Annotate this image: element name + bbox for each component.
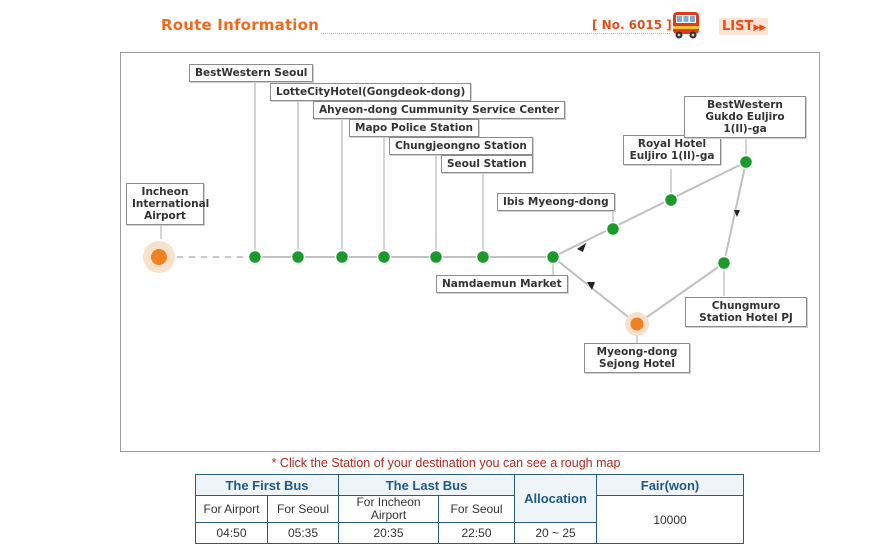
- station-dot[interactable]: [247, 249, 263, 265]
- list-button-label: LIST: [722, 19, 754, 34]
- return-loop-line: [552, 256, 638, 325]
- station-label-mapo[interactable]: Mapo Police Station: [349, 119, 480, 137]
- last-bus-header: The Last Bus: [338, 474, 515, 496]
- station-label-seoul-station[interactable]: Seoul Station: [441, 155, 533, 173]
- schedule-table: The First Bus The Last Bus Allocation Fa…: [195, 474, 744, 544]
- title-divider: [321, 33, 670, 34]
- station-label-bestwestern-seoul[interactable]: BestWestern Seoul: [189, 64, 314, 82]
- station-dot[interactable]: [663, 192, 679, 208]
- station-label-ahyeon[interactable]: Ahyeon-dong Cummunity Service Center: [313, 101, 566, 119]
- east-loop-line: [723, 161, 747, 264]
- station-dot[interactable]: [716, 255, 732, 271]
- play-arrows-icon: ▶▶: [753, 23, 766, 33]
- last-bus-airport-time: 20:35: [338, 522, 439, 544]
- sejong-terminal-dot[interactable]: [630, 317, 644, 331]
- last-bus-seoul-time: 22:50: [438, 522, 515, 544]
- click-station-note: * Click the Station of your destination …: [271, 456, 621, 470]
- south-loop-line: [636, 262, 725, 325]
- fair-value: 10000: [596, 495, 744, 544]
- airport-terminal-dot[interactable]: [151, 249, 167, 265]
- allocation-header: Allocation: [514, 474, 597, 523]
- fair-header: Fair(won): [596, 474, 744, 496]
- first-bus-airport-time: 04:50: [195, 522, 268, 544]
- list-button[interactable]: LIST▶▶: [719, 18, 769, 35]
- first-bus-header: The First Bus: [195, 474, 339, 496]
- station-dot[interactable]: [428, 249, 444, 265]
- page-title: Route Information: [161, 16, 320, 34]
- station-label-chungjeongno[interactable]: Chungjeongno Station: [389, 137, 533, 155]
- route-number: [ No. 6015 ]: [592, 18, 672, 32]
- station-dot[interactable]: [334, 249, 350, 265]
- station-label-sejong[interactable]: Myeong-dong Sejong Hotel: [584, 343, 690, 373]
- station-label-namdaemun[interactable]: Namdaemun Market: [436, 275, 568, 293]
- station-label-ibis[interactable]: Ibis Myeong-dong: [497, 193, 615, 211]
- allocation-value: 20 ~ 25: [514, 522, 597, 544]
- direction-arrow-icon: [587, 282, 595, 290]
- north-loop-line: [552, 161, 747, 258]
- label-connectors: [160, 82, 747, 343]
- for-seoul-header-2: For Seoul: [438, 495, 515, 523]
- station-dot[interactable]: [738, 154, 754, 170]
- direction-arrow-icon: [577, 243, 586, 252]
- route-lines: [143, 82, 754, 343]
- station-dot[interactable]: [475, 249, 491, 265]
- route-map: Incheon International Airport BestWester…: [120, 52, 820, 452]
- header: Route Information [ No. 6015 ] LIST▶▶: [0, 0, 892, 45]
- station-label-royal[interactable]: Royal Hotel Euljiro 1(Il)-ga: [623, 135, 721, 165]
- for-seoul-header: For Seoul: [267, 495, 339, 523]
- direction-arrow-icon: [734, 210, 740, 217]
- bus-icon: [673, 12, 699, 39]
- station-label-incheon[interactable]: Incheon International Airport: [126, 183, 209, 225]
- for-incheon-airport-header: For Incheon Airport: [338, 495, 439, 523]
- station-label-gukdo[interactable]: BestWestern Gukdo Euljiro 1(Il)-ga: [684, 96, 806, 138]
- station-dot[interactable]: [545, 249, 561, 265]
- station-dot[interactable]: [376, 249, 392, 265]
- station-dot[interactable]: [605, 221, 621, 237]
- station-label-lottecity[interactable]: LotteCityHotel(Gongdeok-dong): [270, 83, 472, 101]
- station-label-chungmuro[interactable]: Chungmuro Station Hotel PJ: [685, 297, 807, 327]
- station-dot[interactable]: [290, 249, 306, 265]
- first-bus-seoul-time: 05:35: [267, 522, 339, 544]
- for-airport-header: For Airport: [195, 495, 268, 523]
